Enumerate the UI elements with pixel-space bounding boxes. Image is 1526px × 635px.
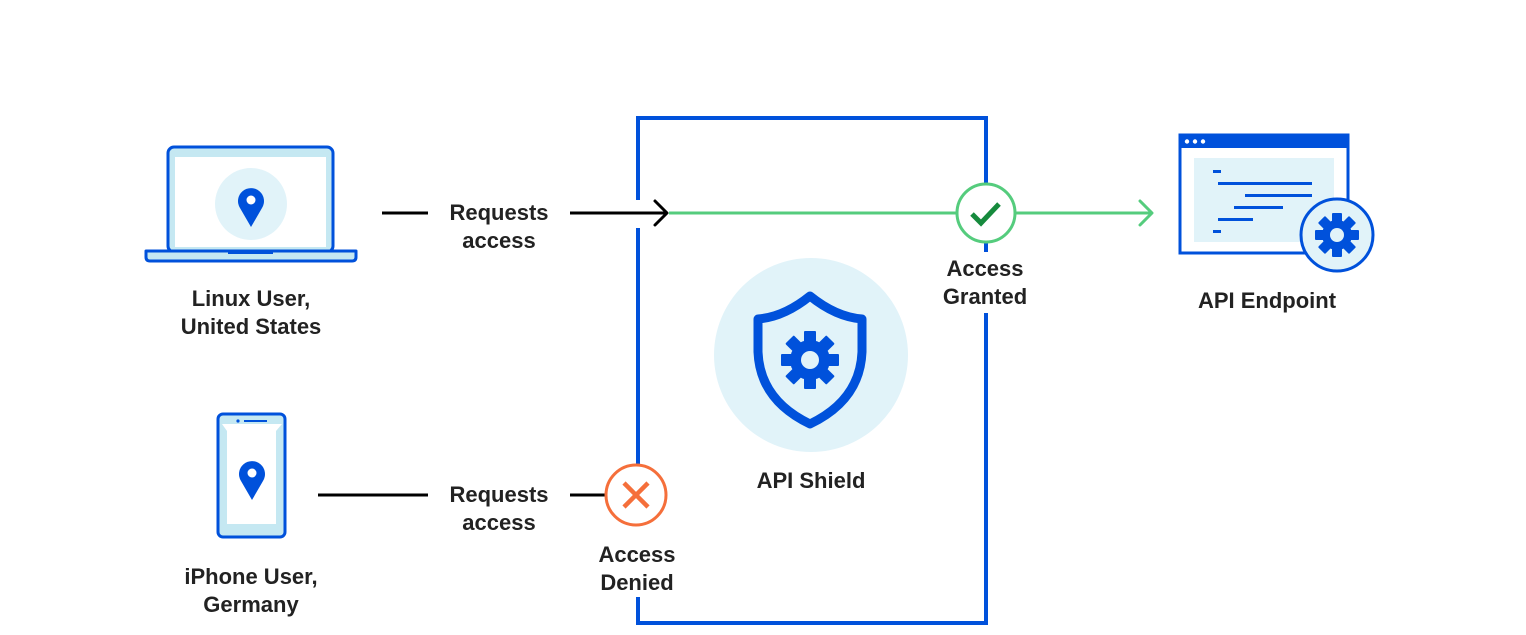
- access-denied-label-line1: Access: [598, 542, 675, 567]
- access-granted-label-line1: Access: [946, 256, 1023, 281]
- linux-user-label-line2: United States: [181, 314, 322, 339]
- api-shield-label: API Shield: [757, 468, 866, 493]
- checkmark-icon: [970, 202, 1001, 227]
- laptop-location-icon: [144, 145, 358, 263]
- api-shield-boundary: [636, 116, 988, 625]
- arrow-right-icon: [1138, 199, 1154, 227]
- api-endpoint-node: API Endpoint: [1178, 133, 1375, 313]
- access-denied-marker: Access Denied: [598, 463, 676, 595]
- phone-location-icon: [216, 412, 287, 539]
- top-request-label-line2: access: [462, 228, 535, 253]
- browser-titlebar: [1180, 135, 1348, 148]
- bottom-request-flow: Requests access: [318, 482, 606, 535]
- shield-gear-icon: [753, 291, 867, 429]
- access-granted-marker: Access Granted: [943, 182, 1027, 309]
- code-lines-icon: [1213, 170, 1312, 233]
- iphone-user-label-line1: iPhone User,: [184, 564, 317, 589]
- location-pin-icon: [239, 461, 266, 500]
- top-request-flow: Requests access: [382, 199, 1154, 253]
- top-request-label-line1: Requests: [449, 200, 548, 225]
- gear-icon: [1315, 213, 1359, 257]
- bottom-request-label-line1: Requests: [449, 482, 548, 507]
- browser-code-gear-icon: [1178, 133, 1375, 273]
- api-endpoint-label: API Endpoint: [1198, 288, 1337, 313]
- granted-circle: [955, 182, 1017, 244]
- arrow-right-icon: [653, 199, 669, 227]
- iphone-user-node: iPhone User, Germany: [184, 412, 318, 617]
- x-icon: [622, 481, 650, 509]
- access-denied-label-line2: Denied: [600, 570, 673, 595]
- linux-user-label-line1: Linux User,: [192, 286, 311, 311]
- access-granted-label-line2: Granted: [943, 284, 1027, 309]
- bottom-request-label-line2: access: [462, 510, 535, 535]
- api-shield-node: API Shield: [714, 258, 908, 493]
- iphone-user-label-line2: Germany: [203, 592, 299, 617]
- location-pin-icon: [238, 188, 264, 227]
- linux-user-node: Linux User, United States: [144, 145, 358, 339]
